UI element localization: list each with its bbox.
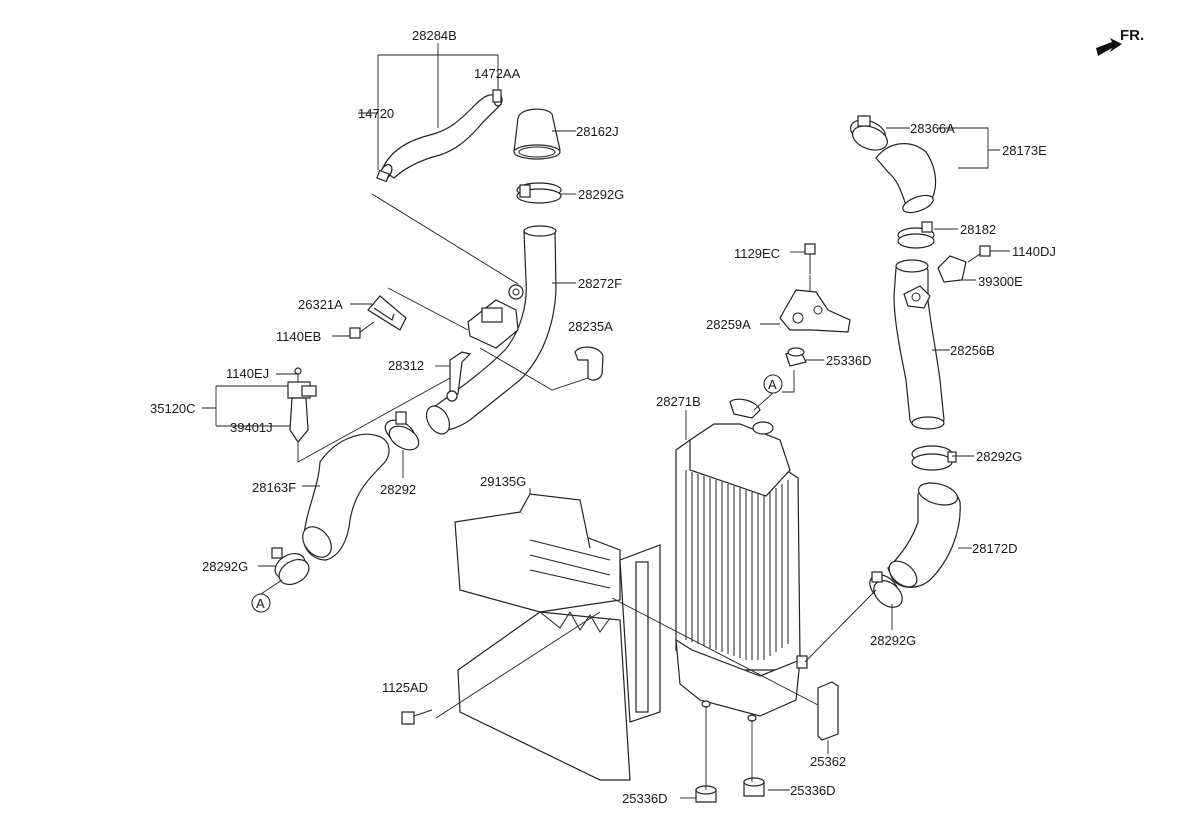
label-39401J: 39401J <box>230 420 273 435</box>
label-1125AD: 1125AD <box>382 680 428 695</box>
sensor-35120C <box>287 367 317 444</box>
label-28292G-left: 28292G <box>202 559 248 574</box>
label-28271B: 28271B <box>656 394 701 409</box>
bracket-28312 <box>446 351 472 402</box>
clamp-28366A <box>850 115 888 151</box>
label-1129EC: 1129EC <box>734 246 780 261</box>
leader-lines <box>202 43 1010 799</box>
label-14720: 14720 <box>358 106 394 121</box>
intercooler-core-fins <box>685 470 789 660</box>
label-28235A: 28235A <box>568 319 613 334</box>
label-25336D-bottom-left: 25336D <box>622 791 668 806</box>
label-28312: 28312 <box>388 358 424 373</box>
label-28163F: 28163F <box>252 480 296 495</box>
label-1140EB: 1140EB <box>276 329 321 344</box>
label-39300E: 39300E <box>978 274 1023 289</box>
label-28256B: 28256B <box>950 343 995 358</box>
grommet-25336D-bottom-right <box>743 777 765 797</box>
bracket-26321A <box>367 295 407 331</box>
label-25336D-top: 25336D <box>826 353 872 368</box>
label-35120C: 35120C <box>150 401 196 416</box>
label-1140EJ: 1140EJ <box>226 366 269 381</box>
label-28182: 28182 <box>960 222 996 237</box>
label-28292G-right: 28292G <box>976 449 1022 464</box>
clamp-28292 <box>384 411 420 451</box>
label-28292G-bottom: 28292G <box>870 633 916 648</box>
clamp-28292G-left <box>271 547 310 586</box>
callout-a-left-text: A <box>256 596 265 611</box>
pipe-28272F <box>425 225 557 435</box>
duct-28162J <box>513 108 561 160</box>
callout-a-left: A <box>251 593 271 613</box>
forward-direction-marker: FR. <box>1096 27 1144 56</box>
hose-28284B <box>376 89 503 183</box>
bracket-28259A <box>779 289 851 333</box>
label-28162J: 28162J <box>576 124 619 139</box>
clamp-28292G-right <box>911 445 957 471</box>
callout-a-right: A <box>763 374 783 394</box>
hose-28163F <box>302 433 390 561</box>
label-28284B: 28284B <box>412 28 457 43</box>
clamp-28292G-top <box>516 182 562 204</box>
label-29135G: 29135G <box>480 474 526 489</box>
label-28259A: 28259A <box>706 317 751 332</box>
label-28366A: 28366A <box>910 121 955 136</box>
label-1140DJ: 1140DJ <box>1012 244 1056 259</box>
forward-arrow-icon <box>1096 38 1122 56</box>
label-28292: 28292 <box>380 482 416 497</box>
hose-28172D <box>887 482 961 588</box>
intercooler-28271B <box>675 398 808 722</box>
label-28272F: 28272F <box>578 276 622 291</box>
label-28292G-top: 28292G <box>578 187 624 202</box>
part-labels: 28284B 1472AA 14720 28162J 28292G 28272F… <box>150 28 1056 806</box>
bolt-1140DJ <box>967 245 991 263</box>
callout-a-right-text: A <box>768 377 777 392</box>
forward-label: FR. <box>1120 27 1144 44</box>
pipe-28256B <box>893 259 945 430</box>
label-26321A: 26321A <box>298 297 343 312</box>
hose-28173E <box>875 143 937 214</box>
pad-25362 <box>817 681 839 741</box>
clamp-28182 <box>897 221 935 249</box>
label-28172D: 28172D <box>972 541 1018 556</box>
hose-28235A <box>574 346 604 381</box>
sensor-39300E <box>937 255 967 283</box>
label-25336D-bottom-right: 25336D <box>790 783 836 798</box>
air-guide-29135G <box>454 493 661 781</box>
clamp-28292G-bottom <box>869 571 903 608</box>
label-25362: 25362 <box>810 754 846 769</box>
bolt-1140EB <box>349 321 375 339</box>
label-1472AA: 1472AA <box>474 66 521 81</box>
label-28173E: 28173E <box>1002 143 1047 158</box>
grommet-25336D-bottom-left <box>695 785 717 803</box>
bolt-1129EC <box>804 243 816 274</box>
bolt-1125AD <box>401 709 433 725</box>
grommet-25336D-top <box>785 347 807 367</box>
